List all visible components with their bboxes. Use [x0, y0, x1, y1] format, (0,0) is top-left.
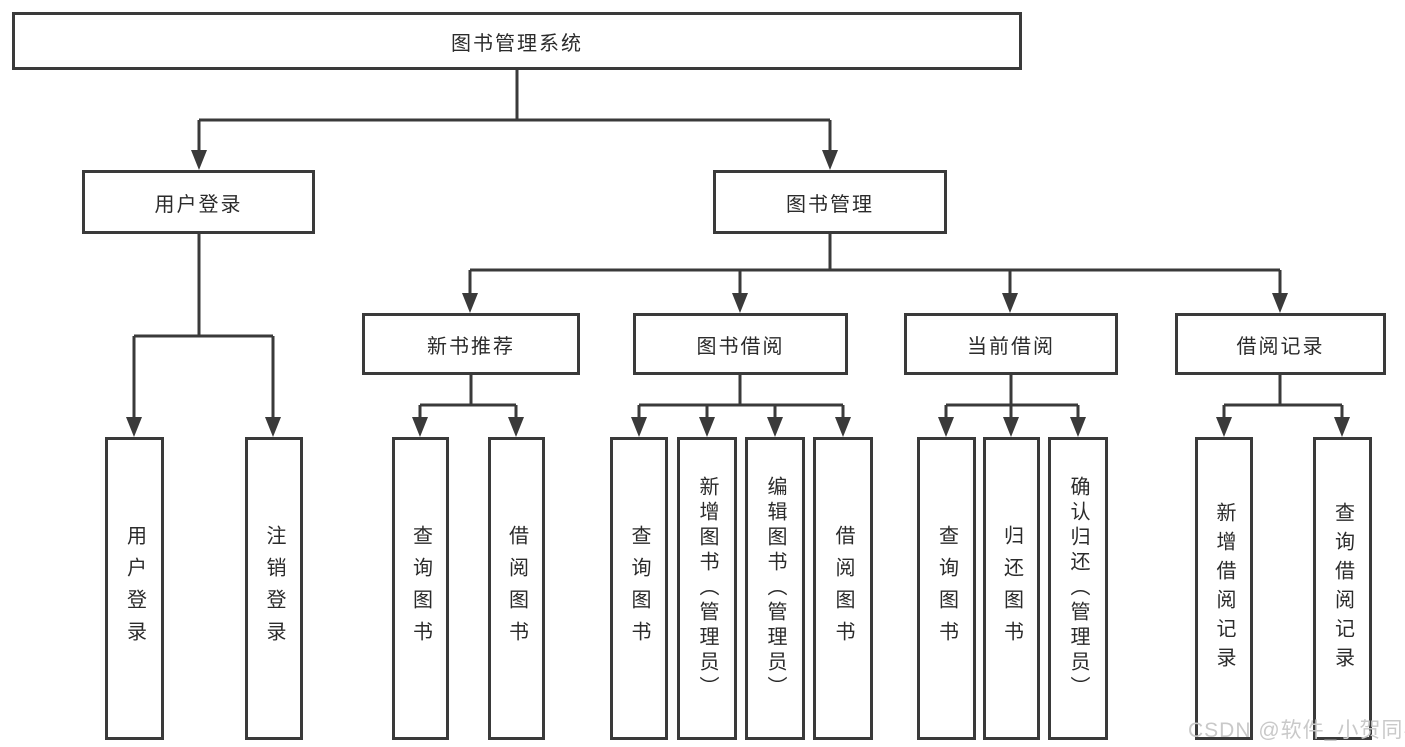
node-current-borrowing: 当前借阅 — [904, 313, 1118, 375]
leaf-borrowing-borrow-books-label: 借阅图书 — [832, 524, 854, 653]
leaf-records-query-record: 查询借阅记录 — [1313, 437, 1372, 740]
leaf-borrowing-edit-books-admin: 编辑图书（管理员） — [745, 437, 805, 740]
node-book-management: 图书管理 — [713, 170, 947, 234]
leaf-recommend-query-books: 查询图书 — [392, 437, 449, 740]
node-root: 图书管理系统 — [12, 12, 1022, 70]
leaf-logout: 注销登录 — [245, 437, 303, 740]
node-user-login: 用户登录 — [82, 170, 315, 234]
node-borrowing-records: 借阅记录 — [1175, 313, 1386, 375]
leaf-borrowing-add-books-admin-label: 新增图书（管理员） — [696, 476, 718, 701]
leaf-user-login-label: 用户登录 — [123, 524, 146, 653]
node-new-book-recommend: 新书推荐 — [362, 313, 580, 375]
leaf-current-confirm-return-admin: 确认归还（管理员） — [1048, 437, 1108, 740]
leaf-current-confirm-return-admin-label: 确认归还（管理员） — [1067, 476, 1089, 701]
leaf-records-add-record: 新增借阅记录 — [1195, 437, 1253, 740]
leaf-user-login: 用户登录 — [105, 437, 164, 740]
leaf-current-query-books: 查询图书 — [917, 437, 976, 740]
leaf-current-return-books: 归还图书 — [983, 437, 1040, 740]
node-book-borrowing-label: 图书借阅 — [696, 335, 785, 358]
node-book-borrowing: 图书借阅 — [633, 313, 848, 375]
csdn-watermark: CSDN @软件_小贺同学 — [1188, 719, 1405, 742]
leaf-records-query-record-label: 查询借阅记录 — [1331, 501, 1354, 676]
node-root-label: 图书管理系统 — [451, 32, 583, 55]
leaf-borrowing-borrow-books: 借阅图书 — [813, 437, 873, 740]
leaf-borrowing-add-books-admin: 新增图书（管理员） — [677, 437, 737, 740]
node-borrowing-records-label: 借阅记录 — [1236, 335, 1325, 358]
leaf-current-query-books-label: 查询图书 — [935, 524, 958, 653]
leaf-borrowing-query-books-label: 查询图书 — [628, 524, 650, 653]
leaf-recommend-borrow-books-label: 借阅图书 — [505, 524, 528, 653]
leaf-records-add-record-label: 新增借阅记录 — [1213, 501, 1235, 676]
node-book-management-label: 图书管理 — [786, 193, 874, 216]
leaf-recommend-query-books-label: 查询图书 — [409, 524, 432, 653]
node-new-book-recommend-label: 新书推荐 — [427, 335, 515, 358]
leaf-recommend-borrow-books: 借阅图书 — [488, 437, 545, 740]
node-current-borrowing-label: 当前借阅 — [967, 335, 1055, 358]
node-user-login-label: 用户登录 — [154, 193, 243, 216]
leaf-current-return-books-label: 归还图书 — [1000, 524, 1023, 653]
leaf-borrowing-edit-books-admin-label: 编辑图书（管理员） — [764, 476, 786, 701]
leaf-logout-label: 注销登录 — [263, 524, 285, 653]
leaf-borrowing-query-books: 查询图书 — [610, 437, 668, 740]
